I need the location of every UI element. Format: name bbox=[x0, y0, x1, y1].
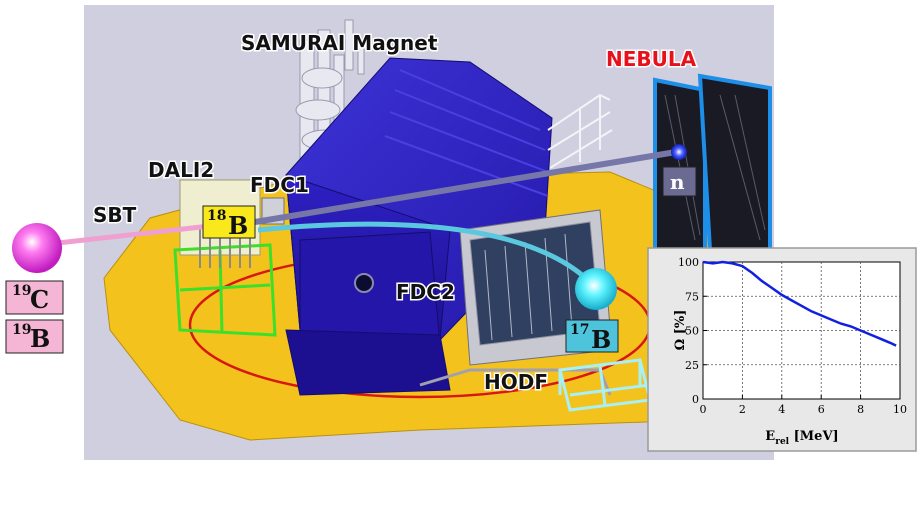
chart-tick-label-x: 8 bbox=[857, 403, 864, 416]
magnet-port bbox=[355, 274, 373, 292]
nucleus-box-18b: 18 B bbox=[203, 206, 255, 240]
svg-text:B: B bbox=[228, 211, 248, 240]
nucleus-box-19b: 19 B bbox=[6, 320, 63, 353]
label-dali2: DALI2 bbox=[148, 158, 214, 182]
chart-tick-label-x: 4 bbox=[778, 403, 785, 416]
svg-text:17: 17 bbox=[570, 322, 589, 338]
nucleus-box-neutron: n bbox=[663, 167, 696, 196]
svg-text:18: 18 bbox=[207, 208, 226, 224]
svg-text:C: C bbox=[30, 285, 49, 314]
label-samurai-magnet: SAMURAI Magnet bbox=[241, 31, 438, 55]
label-nebula: NEBULA bbox=[606, 47, 697, 71]
chart-tick-label-x: 10 bbox=[893, 403, 907, 416]
label-fdc1: FDC1 bbox=[250, 173, 309, 197]
svg-text:19: 19 bbox=[12, 283, 31, 299]
svg-text:B: B bbox=[30, 324, 50, 353]
chart-tick-label-y: 25 bbox=[685, 359, 699, 372]
nucleus-box-17b: 17 B bbox=[566, 320, 618, 354]
label-fdc2: FDC2 bbox=[396, 280, 455, 304]
chart-tick-label-x: 2 bbox=[739, 403, 746, 416]
chart-tick-label-y: 0 bbox=[692, 393, 699, 406]
fragment-particle bbox=[575, 268, 617, 310]
beam-particle bbox=[12, 223, 62, 273]
chart-tick-label-x: 6 bbox=[818, 403, 825, 416]
svg-text:B: B bbox=[591, 325, 611, 354]
svg-text:19: 19 bbox=[12, 322, 31, 338]
nucleus-box-19c: 19 C bbox=[6, 281, 63, 314]
chart-tick-label-y: 100 bbox=[678, 256, 699, 269]
label-sbt: SBT bbox=[93, 203, 137, 227]
chart-tick-label-y: 75 bbox=[685, 290, 699, 303]
svg-text:n: n bbox=[670, 170, 685, 194]
chart-tick-label-x: 0 bbox=[700, 403, 707, 416]
chart-ylabel: Ω [%] bbox=[673, 310, 688, 351]
label-hodf: HODF bbox=[484, 370, 548, 394]
neutron-particle bbox=[671, 144, 687, 160]
